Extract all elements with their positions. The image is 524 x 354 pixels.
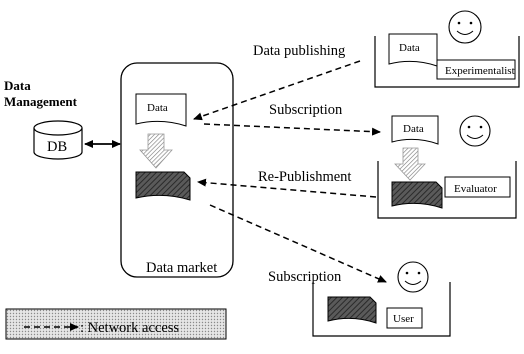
user-role-box [386, 307, 423, 329]
republishment-label: Re-Publishment [258, 169, 351, 185]
evaluator-data-label: Data [403, 123, 424, 135]
user-smiley-icon [397, 261, 429, 293]
evaluator-data-document [391, 115, 439, 145]
market-data-document [135, 93, 187, 127]
user-result-document [327, 296, 377, 324]
market-process-arrow-icon [139, 133, 173, 169]
subscription-label-user: Subscription [268, 269, 342, 285]
data-market-label: Data market [146, 260, 217, 276]
experimentalist-container [374, 36, 520, 88]
data-management-heading-line1: Data [4, 78, 31, 93]
data-publishing-label: Data publishing [253, 43, 345, 59]
data-market-box [120, 62, 234, 278]
user-container [312, 282, 451, 337]
evaluator-role-box [444, 176, 511, 198]
evaluator-role-label: Evaluator [454, 183, 497, 195]
legend-text: : Network access [80, 320, 179, 336]
subscription-arrow-user [209, 204, 387, 283]
evaluator-smiley-icon [459, 115, 491, 147]
data-management-heading-line2: Management [4, 94, 78, 109]
subscription-label-evaluator: Subscription [269, 102, 343, 118]
db-cylinder [33, 120, 83, 160]
db-label: DB [47, 139, 67, 155]
experimentalist-data-label: Data [399, 42, 420, 54]
experimentalist-smiley-icon [448, 10, 482, 44]
market-data-label: Data [147, 102, 168, 114]
experimentalist-role-box [436, 59, 516, 80]
market-result-document [135, 171, 191, 201]
user-role-label: User [393, 313, 414, 325]
evaluator-result-document [391, 181, 443, 209]
subscription-arrow-evaluator [203, 123, 381, 136]
experimentalist-role-label: Experimentalist [445, 65, 515, 77]
evaluator-container [377, 161, 517, 219]
experimentalist-data-document [388, 33, 438, 67]
legend-box [5, 308, 227, 340]
evaluator-process-arrow-icon [394, 147, 426, 181]
